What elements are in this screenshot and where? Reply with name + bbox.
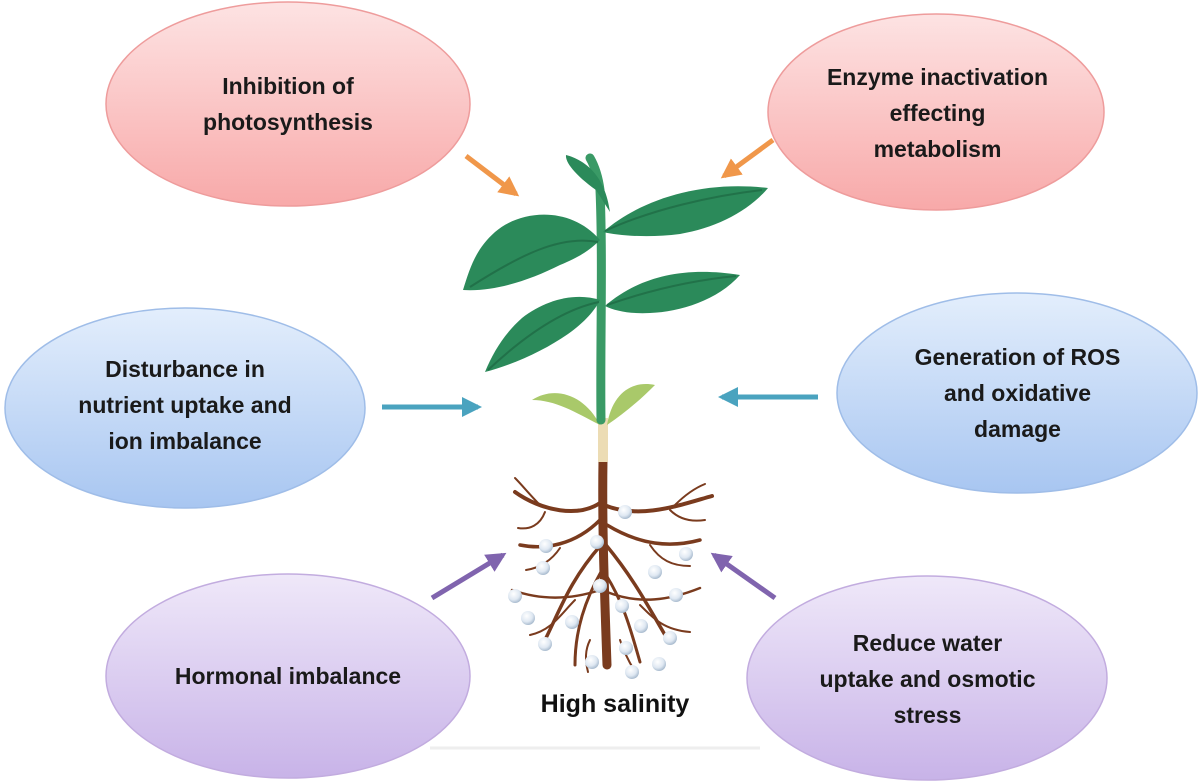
plant-illustration	[463, 153, 768, 679]
leaf-lower-right	[605, 271, 740, 314]
bubble-hormonal	[105, 573, 471, 779]
bubble-nutrient	[4, 307, 366, 509]
leaf-top	[565, 155, 610, 212]
arrow-enzyme	[720, 137, 775, 179]
cotyledon-left	[532, 393, 600, 425]
plant-stem	[585, 153, 606, 425]
bubble-ros	[836, 292, 1198, 494]
plant-roots	[510, 455, 714, 673]
nutrient-label: Disturbance in nutrient uptake and ion i…	[78, 356, 292, 454]
ros-label: Generation of ROS and oxidative damage	[914, 344, 1121, 442]
bubble-photosynthesis	[105, 1, 471, 207]
cotyledon-right	[607, 384, 655, 425]
leaf-veins	[469, 189, 763, 371]
leaf-lower-left	[485, 296, 600, 372]
plant-hypocotyl	[598, 418, 608, 462]
bubble-enzyme	[767, 13, 1105, 211]
water-label: Reduce water uptake and osmotic stress	[819, 630, 1036, 728]
arrow-water	[710, 552, 777, 601]
arrow-hormonal	[430, 552, 507, 601]
photosynthesis-label: Inhibition of photosynthesis	[203, 73, 373, 135]
enzyme-label: Enzyme inactivation effecting metabolism	[826, 64, 1049, 162]
stressor-caption: High salinity	[540, 690, 690, 718]
hormonal-label: Hormonal imbalance	[174, 663, 402, 689]
salt-particles	[508, 505, 693, 679]
leaf-upper-right	[603, 186, 768, 237]
arrow-photosynthesis	[464, 154, 520, 197]
bubble-water	[746, 575, 1108, 781]
